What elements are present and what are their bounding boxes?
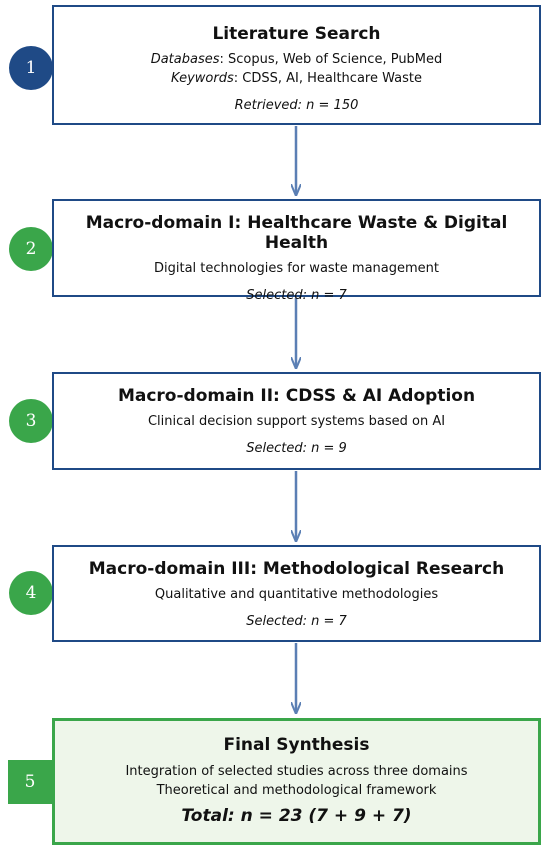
retrieved-count: Retrieved: n = 150 (234, 98, 359, 113)
box-title: Macro-domain II: CDSS & AI Adoption (117, 386, 476, 406)
step-number-badge: 1 (9, 46, 53, 90)
databases-value: : Scopus, Web of Science, PubMed (219, 52, 443, 67)
macro-domain-3-box: Macro-domain III: Methodological Researc… (52, 545, 541, 642)
box-description: Digital technologies for waste managemen… (154, 261, 439, 276)
keywords-value: : CDSS, AI, Healthcare Waste (233, 71, 422, 86)
selected-count: Selected: n = 7 (246, 614, 347, 629)
step-number-badge: 2 (9, 227, 53, 271)
step-number-badge-final: 5 (8, 760, 52, 804)
box-title: Macro-domain I: Healthcare Waste & Digit… (85, 213, 508, 253)
box-description: Clinical decision support systems based … (147, 414, 446, 429)
literature-search-box: Literature Search Databases: Scopus, Web… (52, 5, 541, 125)
box-description: Integration of selected studies across t… (125, 764, 468, 779)
macro-domain-2-box: Macro-domain II: CDSS & AI Adoption Clin… (52, 372, 541, 470)
box-title: Macro-domain III: Methodological Researc… (88, 559, 505, 579)
box-description: Theoretical and methodological framework (156, 783, 437, 798)
total-count: Total: n = 23 (7 + 9 + 7) (181, 806, 412, 826)
step-number-badge: 3 (9, 399, 53, 443)
macro-domain-1-box: Macro-domain I: Healthcare Waste & Digit… (52, 199, 541, 303)
box-title: Final Synthesis (223, 735, 370, 755)
box-description: Qualitative and quantitative methodologi… (154, 587, 439, 602)
databases-line: Databases: Scopus, Web of Science, PubMe… (54, 50, 539, 69)
step-number-badge: 4 (9, 571, 53, 615)
databases-label: Databases (150, 52, 220, 67)
final-synthesis-box: Final Synthesis Integration of selected … (52, 718, 541, 845)
keywords-line: Keywords: CDSS, AI, Healthcare Waste (54, 69, 539, 88)
selected-count: Selected: n = 9 (246, 441, 347, 456)
keywords-label: Keywords (171, 71, 234, 86)
box-title: Literature Search (212, 24, 381, 44)
selected-count: Selected: n = 7 (246, 288, 347, 303)
